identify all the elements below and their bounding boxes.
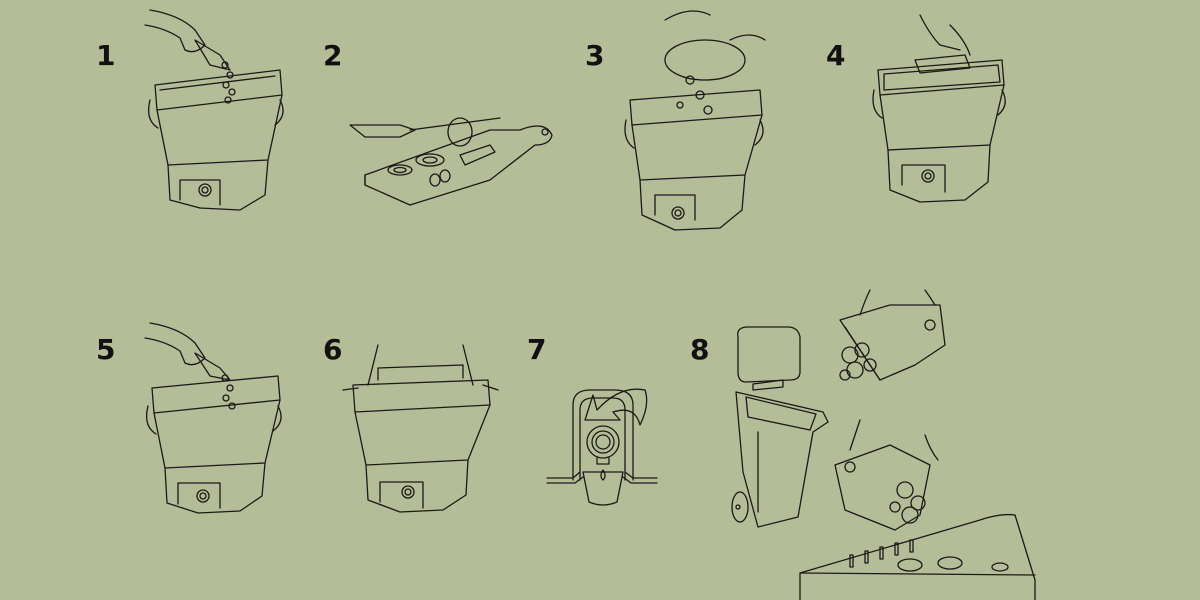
tipping-bin-into-bed-icon [799, 419, 1036, 600]
adding-scraps-to-bin-icon [624, 10, 766, 231]
pressing-scraps-icon [872, 14, 1006, 203]
step-number-2: 2 [323, 39, 343, 72]
step-number-7: 7 [527, 333, 547, 366]
bin-with-bran-icon [144, 322, 282, 514]
closing-lid-icon [342, 344, 499, 513]
step-number-4: 4 [826, 39, 846, 72]
step-number-8: 8 [690, 333, 710, 366]
step-number-3: 3 [585, 39, 605, 72]
step-number-6: 6 [323, 333, 343, 366]
step-number-1: 1 [96, 39, 116, 72]
wheelie-bin-icon [731, 326, 829, 528]
cutting-board-icon [349, 117, 553, 206]
bin-with-bran-icon [144, 9, 284, 211]
step-number-5: 5 [96, 333, 116, 366]
drain-tap-icon [546, 388, 658, 506]
tipping-bin-icon [839, 289, 946, 381]
